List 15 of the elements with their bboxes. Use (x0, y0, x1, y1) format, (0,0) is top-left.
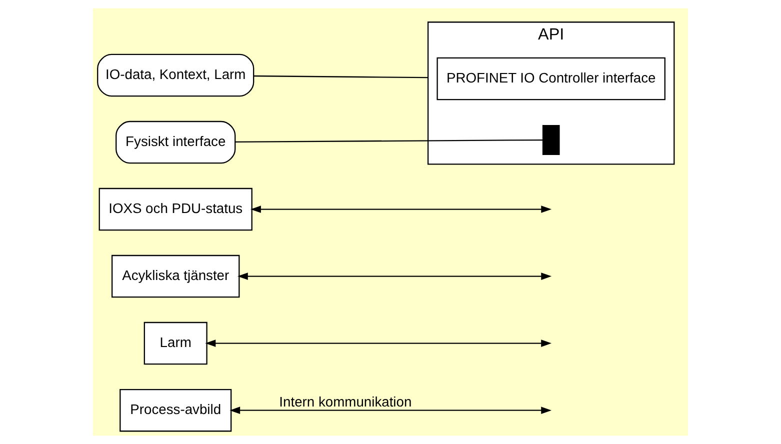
node-box: Fysiskt interface (116, 120, 236, 164)
edge-label: Intern kommunikation (279, 393, 412, 410)
arrow (230, 406, 552, 414)
node-box: IO-data, Kontext, Larm (97, 54, 254, 97)
connector (254, 75, 428, 78)
node-box: Acykliska tjänster (111, 254, 240, 298)
node-box (542, 124, 560, 155)
arrow (250, 206, 552, 213)
arrow (237, 272, 552, 280)
node-box: PROFINET IO Controller interface (436, 57, 666, 100)
node-box: Process-avbild (120, 388, 232, 432)
node-box: IOXS och PDU-status (98, 188, 252, 231)
connector (235, 139, 543, 142)
arrow (205, 340, 552, 347)
node-box: Larm (144, 322, 208, 365)
